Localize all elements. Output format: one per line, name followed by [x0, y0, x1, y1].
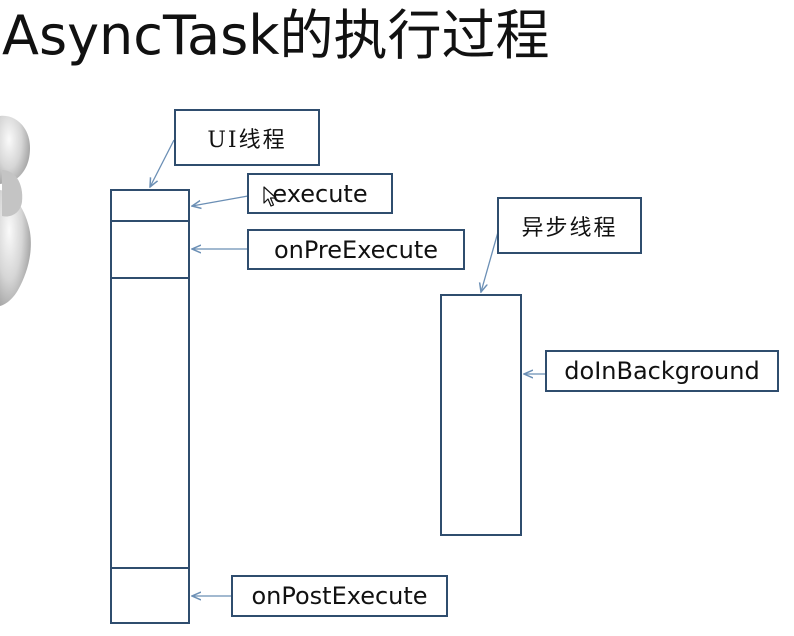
ui-thread-arrow: [150, 139, 175, 187]
async-thread-arrow: [481, 231, 499, 292]
page-title: AsyncTask的执行过程: [2, 4, 550, 67]
do-in-background-label: doInBackground: [545, 350, 779, 392]
ui-thread-label: UI线程: [174, 109, 320, 166]
mouse-cursor-icon: [263, 186, 277, 207]
thinking-figure-icon: [0, 115, 31, 306]
async-thread-label: 异步线程: [497, 197, 642, 254]
execute-arrow: [192, 195, 249, 206]
on-pre-execute-segment: [110, 220, 190, 279]
async-thread-column: [440, 294, 522, 536]
on-post-execute-segment: [110, 567, 190, 624]
on-post-execute-label: onPostExecute: [231, 575, 448, 617]
on-pre-execute-label: onPreExecute: [247, 229, 465, 270]
